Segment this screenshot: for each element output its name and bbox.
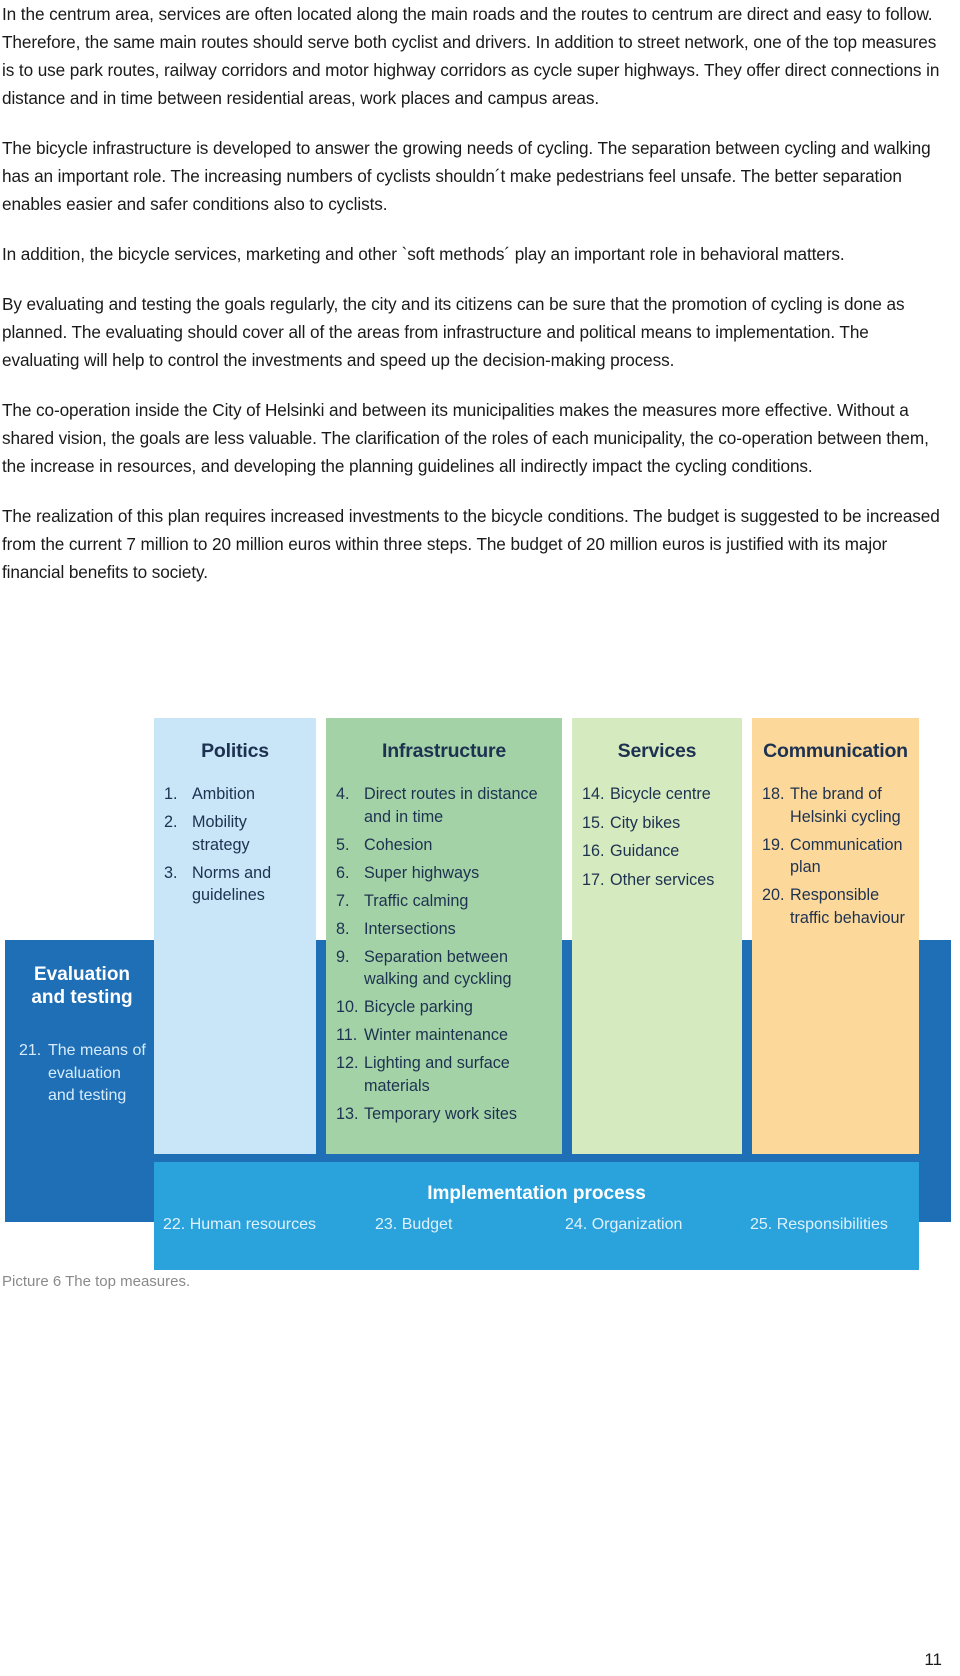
measure-item: 12.Lighting and surface materials [336,1054,510,1095]
measure-item: 13.Temporary work sites [336,1104,517,1123]
body-text: In the centrum area, services are often … [2,0,950,608]
paragraph: The realization of this plan requires in… [2,506,940,582]
measure-item: 5.Cohesion [336,835,433,854]
measure-list: 4.Direct routes in distance and in time … [334,783,554,1125]
column-services: Services 14.Bicycle centre 15.City bikes… [572,718,742,1154]
figure-caption: Picture 6 The top measures. [2,1273,191,1290]
implementation-item: 23. Budget [375,1216,453,1233]
top-measures-figure: Politics 1.Ambition 2.Mobility strategy … [5,718,951,1270]
column-infrastructure: Infrastructure 4.Direct routes in distan… [326,718,562,1154]
column-communication: Communication 18.The brand of Helsinki c… [752,718,919,1154]
column-title: Infrastructure [382,740,506,762]
paragraph: The co-operation inside the City of Hels… [2,400,929,476]
column-title: Communication [763,740,908,762]
measure-item: 14.Bicycle centre [582,785,711,803]
measure-item: 2.Mobility strategy [164,813,250,854]
measure-item: 7.Traffic calming [336,891,469,910]
paragraph: In the centrum area, services are often … [2,4,940,108]
measure-item: 10.Bicycle parking [336,998,473,1016]
measure-item: 3.Norms and guidelines [164,863,272,905]
measure-item: 6.Super highways [336,863,480,882]
implementation-item: 25. Responsibilities [750,1216,888,1233]
paragraph: By evaluating and testing the goals regu… [2,294,905,370]
evaluation-title: Evaluation and testing [31,964,133,1008]
page-number: 11 [924,1650,942,1669]
implementation-title: Implementation process [427,1183,646,1204]
measure-item: 1.Ambition [164,785,255,803]
measure-list: 1.Ambition 2.Mobility strategy 3.Norms a… [162,783,308,907]
measure-item: 11.Winter maintenance [336,1026,508,1044]
measure-item: 15.City bikes [582,813,681,832]
paragraph: The bicycle infrastructure is developed … [2,138,931,214]
implementation-item: 24. Organization [565,1216,683,1233]
measure-item: 19.Communication plan [762,835,903,877]
column-title: Politics [201,740,269,762]
measure-item: 4.Direct routes in distance and in time [336,785,538,826]
measure-item: 20.Responsible traffic behaviour [762,886,905,927]
measure-item: 18.The brand of Helsinki cycling [762,785,901,826]
measure-item: 16.Guidance [582,842,680,860]
column-title: Services [617,740,697,762]
measure-list: 18.The brand of Helsinki cycling 19.Comm… [760,783,911,929]
measure-item: 9.Separation between walking and cycklin… [336,947,512,989]
implementation-item: 22. Human resources [163,1216,316,1233]
measure-item: 17.Other services [582,870,715,889]
measure-item: 8.Intersections [336,919,456,938]
column-politics: Politics 1.Ambition 2.Mobility strategy … [154,718,316,1154]
implementation-band [154,1162,919,1270]
measure-list: 14.Bicycle centre 15.City bikes 16.Guida… [580,783,734,891]
paragraph: In addition, the bicycle services, marke… [2,244,845,264]
evaluation-item: 21. The means of evaluation and testing [19,1042,146,1104]
